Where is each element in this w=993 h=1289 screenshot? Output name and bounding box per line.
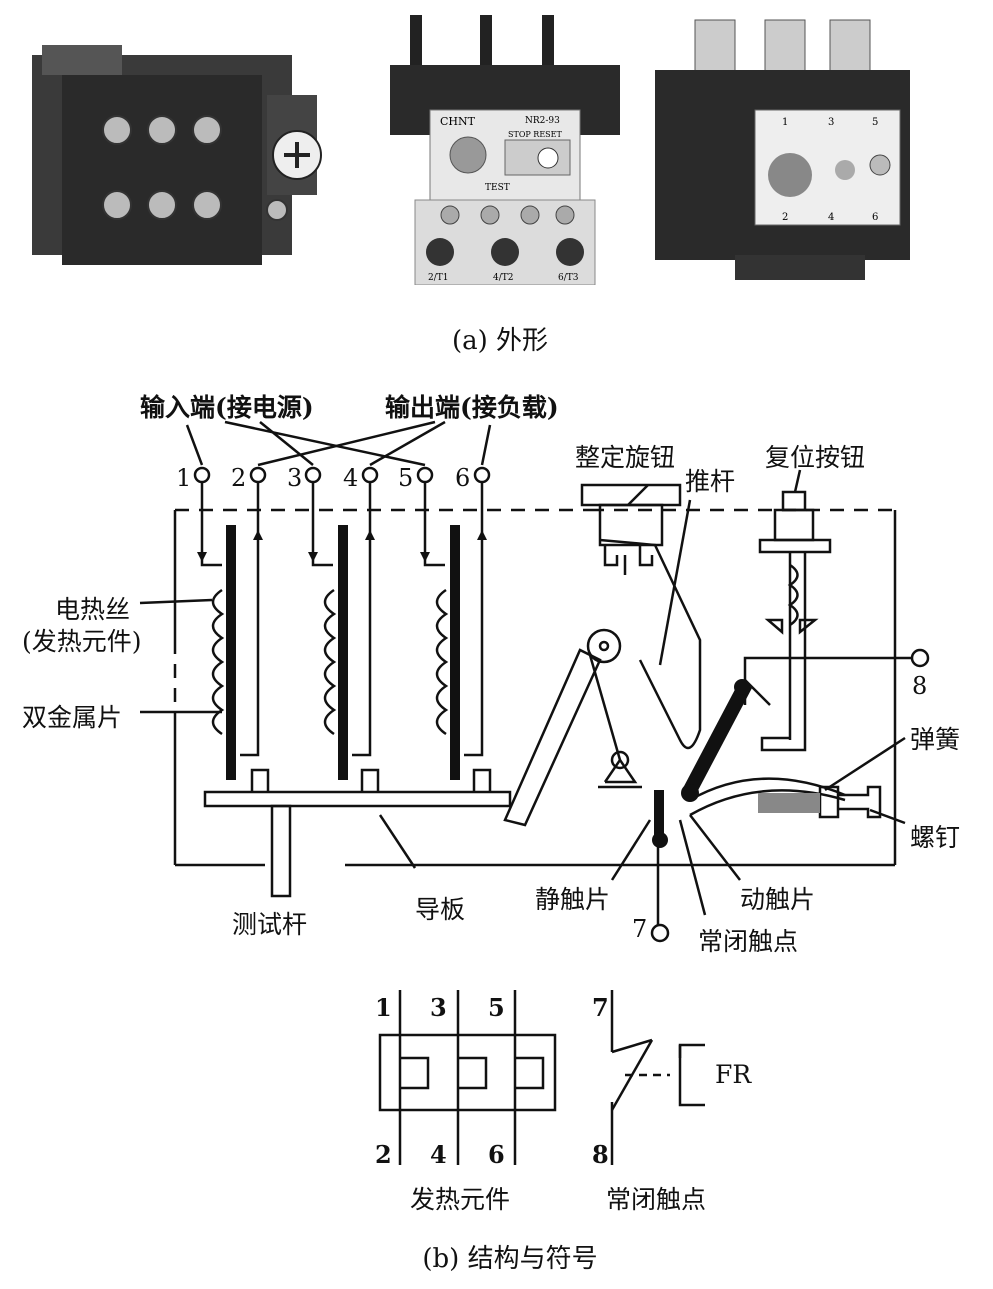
- symbol-contact-8: 8: [592, 1140, 609, 1169]
- label-test-rod: 测试杆: [232, 910, 308, 939]
- symbol-top-1: 1: [375, 993, 392, 1022]
- photo3-bot-2: 2: [782, 212, 788, 223]
- label-static-contact: 静触片: [535, 885, 611, 914]
- symbol-fr: FR: [715, 1060, 752, 1089]
- label-pushrod: 推杆: [685, 467, 736, 496]
- symbol-top-5: 5: [488, 993, 505, 1022]
- photo3-top-5: 5: [872, 117, 878, 128]
- symbol-bot-2: 2: [375, 1140, 392, 1169]
- photo-bottom-1: 2/T1: [428, 273, 449, 283]
- photo-thermal-relay-3: 1 3 5 2 4 6: [655, 19, 910, 280]
- photo-bottom-2: 4/T2: [493, 273, 514, 283]
- terminal-4: 4: [343, 464, 359, 492]
- photo-test: TEST: [485, 183, 510, 193]
- photo-thermal-relay-2: CHNT NR2-93 STOP RESET TEST 2/T1 4/T2 6/…: [390, 15, 620, 285]
- terminal-6: 6: [455, 464, 471, 492]
- caption-b: (b) 结构与符号: [422, 1244, 598, 1274]
- label-nc-point: 常闭触点: [698, 927, 799, 956]
- photo-brand: CHNT: [440, 115, 476, 128]
- photo-model: NR2-93: [525, 116, 560, 126]
- caption-a: (a) 外形: [451, 326, 549, 356]
- terminal-5: 5: [398, 464, 414, 492]
- label-heater-sub: (发热元件): [22, 627, 142, 656]
- photo-stop-reset: STOP RESET: [508, 130, 562, 139]
- terminal-8: 8: [912, 672, 928, 700]
- photo3-bot-6: 6: [872, 212, 878, 223]
- label-bimetal: 双金属片: [22, 703, 123, 732]
- terminal-1: 1: [176, 464, 192, 492]
- photo-thermal-relay-1: [32, 45, 322, 265]
- label-guide-plate: 导板: [415, 895, 466, 924]
- symbol-heater-caption: 发热元件: [410, 1185, 511, 1214]
- label-screw: 螺钉: [910, 823, 961, 852]
- symbol-contact-7: 7: [592, 993, 609, 1022]
- label-reset: 复位按钮: [765, 443, 866, 472]
- photo3-bot-4: 4: [828, 212, 834, 223]
- photo3-top-1: 1: [782, 117, 788, 128]
- label-spring: 弹簧: [910, 725, 961, 754]
- label-heater: 电热丝: [55, 595, 131, 624]
- label-moving-contact: 动触片: [740, 885, 816, 914]
- symbol-contact-caption: 常闭触点: [606, 1185, 707, 1214]
- terminal-3: 3: [287, 464, 303, 492]
- label-knob: 整定旋钮: [575, 443, 676, 472]
- symbol-bot-6: 6: [488, 1140, 505, 1169]
- symbol-top-3: 3: [430, 993, 447, 1022]
- photo3-top-3: 3: [828, 117, 834, 128]
- terminal-2: 2: [231, 464, 247, 492]
- symbol-bot-4: 4: [430, 1140, 447, 1169]
- label-output: 输出端(接负载): [385, 393, 559, 422]
- label-input: 输入端(接电源): [140, 393, 314, 422]
- terminal-7: 7: [632, 915, 648, 943]
- photo-bottom-3: 6/T3: [558, 273, 579, 283]
